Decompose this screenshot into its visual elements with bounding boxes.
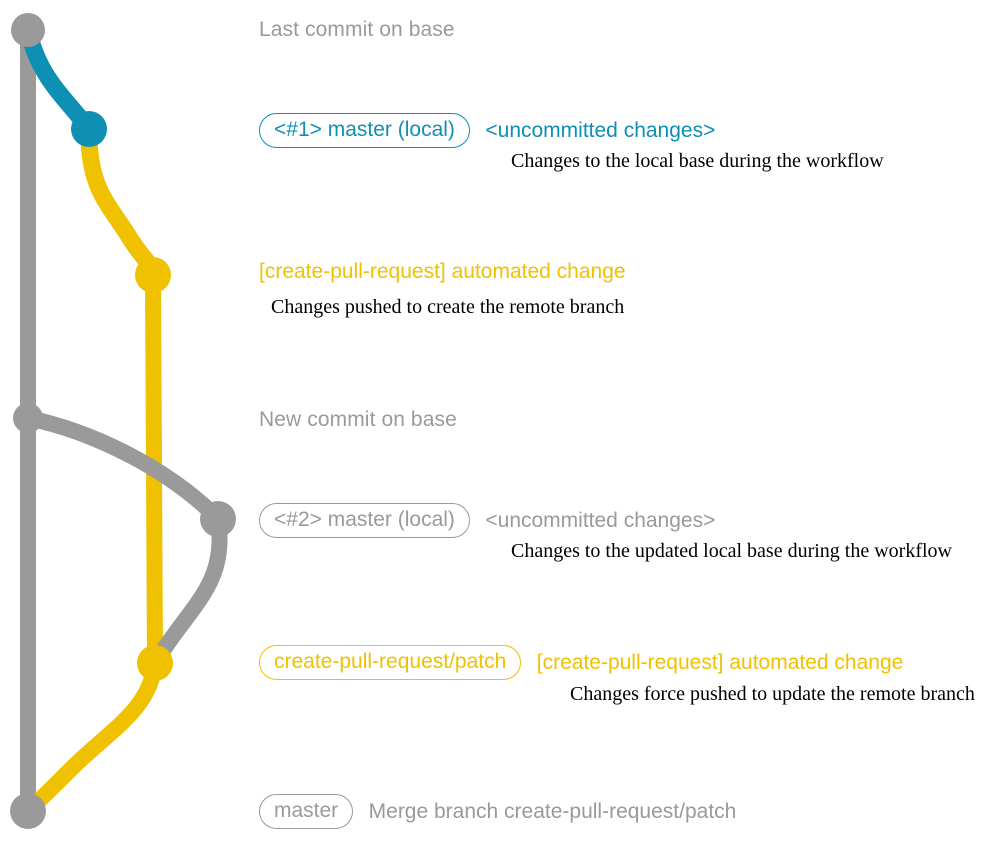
branch-pill-master-local-2[interactable]: <#2> master (local) [259,503,470,538]
commit-description-master-local-1: Changes to the local base during the wor… [511,150,884,172]
headline-last-commit-on-base: Last commit on base [259,18,455,41]
branch-pill-create-pull-request-patch[interactable]: create-pull-request/patch [259,645,522,680]
entry-new-commit-on-base: New commit on base [259,408,457,432]
commit-subject-master-local-2: <uncommitted changes> [485,508,716,532]
commit-node-patch-commit-1[interactable] [135,257,171,293]
commit-node-base-head[interactable] [11,13,45,47]
branch-pill-master-local-1[interactable]: <#1> master (local) [259,113,470,148]
branch-pill-master[interactable]: master [259,794,354,829]
commit-node-base-new[interactable] [13,403,43,433]
commit-subject-automated-change-2: [create-pull-request] automated change [536,650,904,674]
commit-description-automated-change-2: Changes force pushed to update the remot… [570,683,975,705]
commit-subject-automated-change-1: [create-pull-request] automated change [259,260,626,283]
commit-node-merge[interactable] [10,793,46,829]
entry-automated-change-1: [create-pull-request] automated change [259,261,626,283]
branch-pill-label: master [274,799,339,822]
entry-merge-commit: master Merge branch create-pull-request/… [259,794,736,829]
commit-description-automated-change-1: Changes pushed to create the remote bran… [271,296,625,318]
commit-subject-master-local-1: <uncommitted changes> [485,118,716,142]
local-to-patch-line [147,511,228,671]
branch-pill-label: <#2> master (local) [274,508,455,531]
branch-pill-label: <#1> master (local) [274,118,455,141]
local-branch-line-2 [20,410,226,527]
entry-automated-change-2: create-pull-request/patch [create-pull-r… [259,645,903,680]
commit-node-patch-commit-2[interactable] [137,645,173,681]
commit-node-local-commit-2[interactable] [200,501,236,537]
branch-pill-label: create-pull-request/patch [274,650,507,673]
commit-description-master-local-2: Changes to the updated local base during… [511,540,952,562]
automated-branch-line-2 [20,655,163,819]
commit-subject-merge: Merge branch create-pull-request/patch [368,799,737,823]
entry-last-commit-on-base: Last commit on base [259,18,455,42]
entry-master-local-1: <#1> master (local) <uncommitted changes… [259,113,715,148]
commit-node-local-commit-1[interactable] [71,111,107,147]
entry-master-local-2: <#2> master (local) <uncommitted changes… [259,503,715,538]
headline-new-commit-on-base: New commit on base [259,408,457,431]
